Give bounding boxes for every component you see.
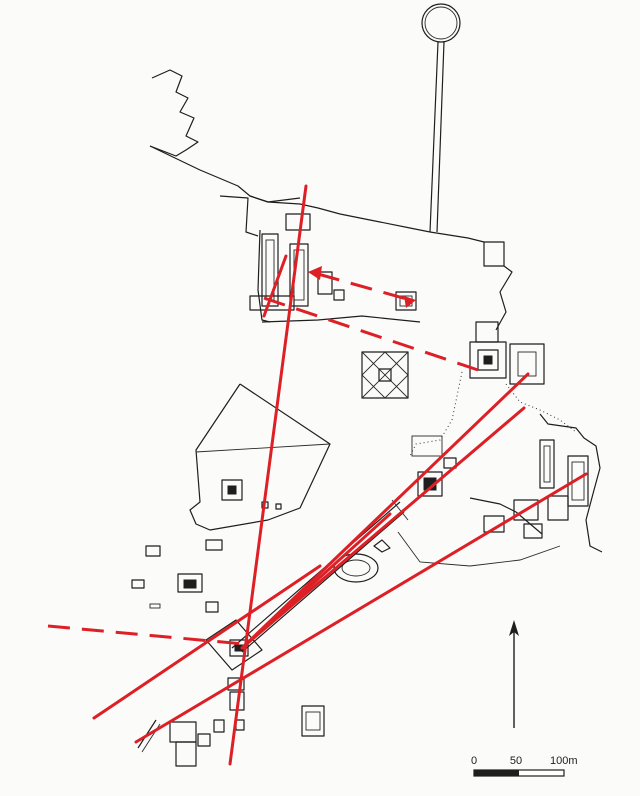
- arrowhead-icon: [404, 296, 416, 308]
- scale-label-0: 0: [471, 755, 477, 767]
- causeway-alignment-line: [240, 512, 392, 650]
- west-plaza: [189, 383, 331, 531]
- north-arrow-icon: [509, 620, 519, 728]
- upper-dashed-alignment-line: [317, 272, 411, 302]
- west-dashed-alignment-line: [47, 624, 245, 646]
- southeast-alignment-line: [134, 472, 588, 744]
- north-south-alignment-line: [228, 184, 308, 766]
- east-temple-alignment-line: [240, 372, 530, 650]
- alignment-lines: [47, 184, 588, 766]
- short-north-alignment-line: [262, 254, 288, 318]
- scale-bar: 0 50 100m: [471, 755, 578, 777]
- arrowhead-icon: [308, 266, 322, 280]
- scale-label-100: 100m: [550, 755, 578, 767]
- northwest-outline: [149, 69, 301, 237]
- southwest-alignment-line: [92, 564, 322, 720]
- circular-structure: [421, 3, 461, 233]
- scale-label-50: 50: [510, 755, 522, 767]
- middle-dashed-alignment-line: [263, 296, 479, 372]
- central-pyramid: [361, 351, 409, 399]
- east-alignment-line: [240, 406, 526, 650]
- main-platform: [257, 201, 513, 331]
- scattered-structures: [131, 539, 223, 613]
